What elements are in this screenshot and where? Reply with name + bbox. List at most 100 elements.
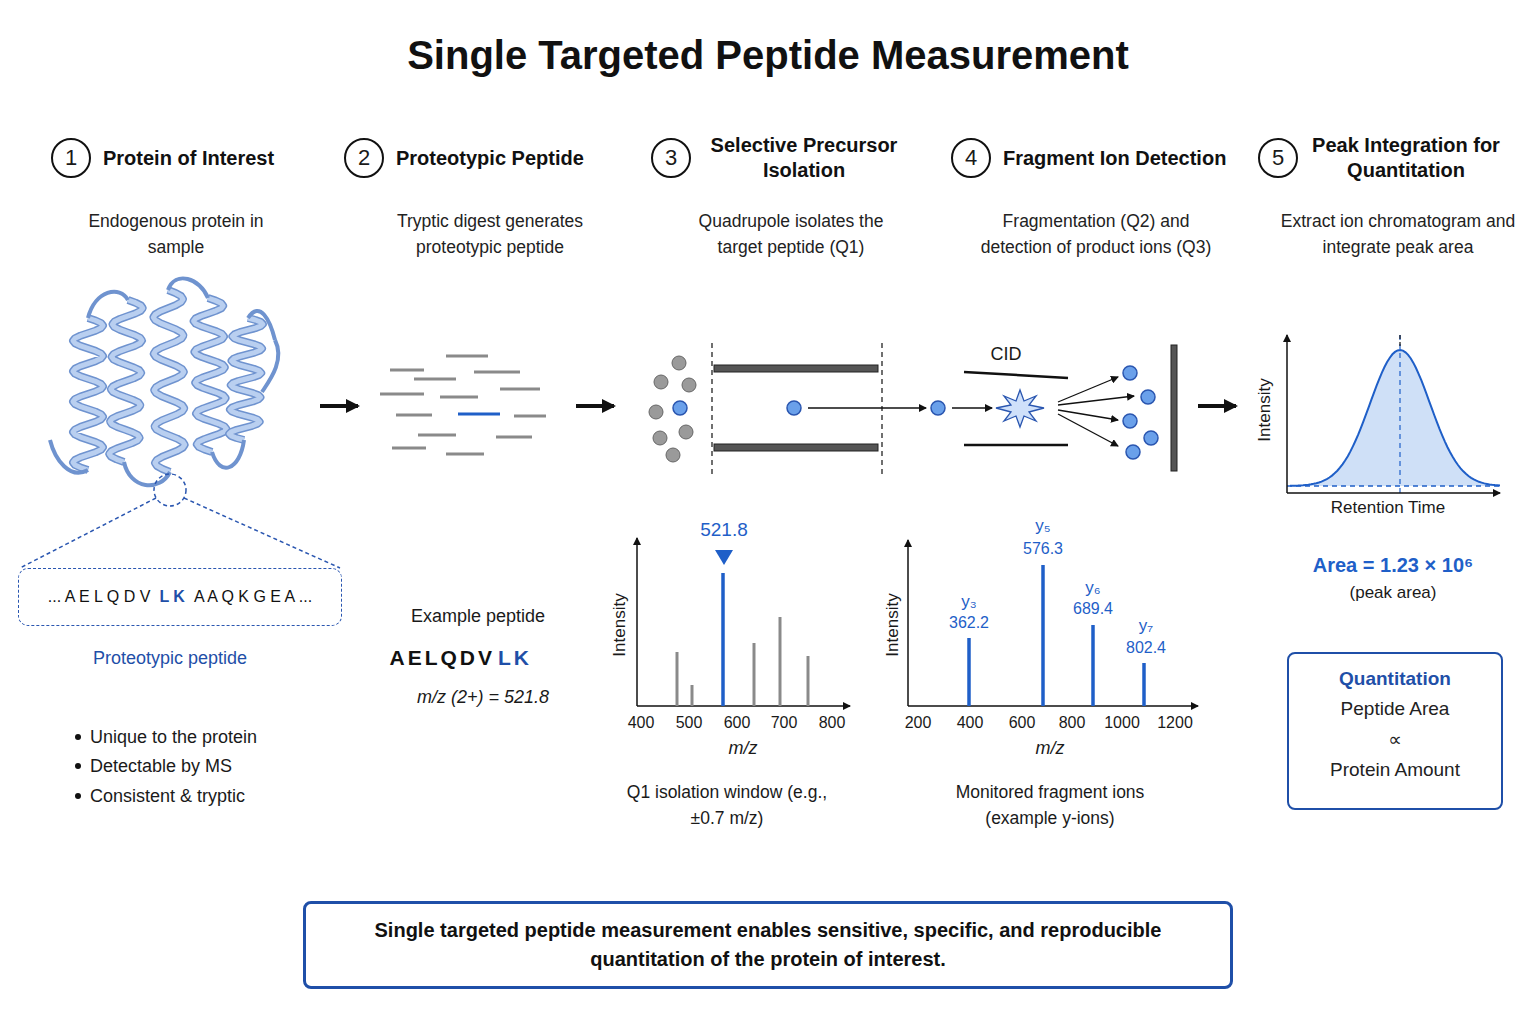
helix <box>194 298 227 452</box>
axis-label: m/z <box>1036 737 1065 760</box>
ion-mz: 362.2 <box>949 613 989 633</box>
caption: Single targeted peptide measurement enab… <box>336 916 1200 974</box>
quadrupole-rod <box>714 444 878 451</box>
box-text: Protein Amount <box>1330 759 1460 781</box>
step-description: Quadrupole isolates the target peptide (… <box>676 208 906 261</box>
axis-label: Intensity <box>882 593 903 656</box>
step-number: 1 <box>51 138 91 178</box>
spectrum-axes <box>908 540 1198 706</box>
tick-label: 400 <box>628 713 655 733</box>
ion-mz: 802.4 <box>1126 638 1166 658</box>
fragment-paths <box>1058 377 1134 446</box>
seq-right: A A Q K G E A ... <box>194 588 312 606</box>
axis-label: Intensity <box>609 593 630 656</box>
sequence-box: ... A E L Q D VL KA A Q K G E A ... <box>18 568 342 626</box>
bullet-text: Detectable by MS <box>90 755 232 778</box>
step-header: 3Selective Precursor IsolationQuadrupole… <box>651 138 911 298</box>
step-description: Extract ion chromatogram and integrate p… <box>1278 208 1518 261</box>
selection-marker <box>715 550 733 565</box>
tick-label: 800 <box>819 713 846 733</box>
ion-label: y₅ <box>1035 515 1050 536</box>
loop <box>262 340 278 392</box>
step-header: 2Proteotypic PeptideTryptic digest gener… <box>344 138 604 298</box>
step-number: 3 <box>651 138 691 178</box>
collision-cell <box>964 444 1068 447</box>
panel-caption: Q1 isolation window (e.g., ±0.7 m/z) <box>622 779 832 832</box>
bullet-text: Unique to the protein <box>90 726 257 749</box>
helix <box>73 318 103 470</box>
step-number: 5 <box>1258 138 1298 178</box>
loop <box>88 292 128 318</box>
background-peaks <box>677 617 808 706</box>
box-text: Peptide Area <box>1341 698 1450 720</box>
isolation-boundary <box>881 343 882 475</box>
example-label: Example peptide <box>411 605 545 628</box>
ion-cloud <box>649 356 696 462</box>
helix <box>109 300 143 462</box>
detector <box>1171 345 1177 471</box>
peptide-fragments <box>380 356 546 454</box>
panel-caption: Monitored fragment ions (example y-ions) <box>935 779 1165 832</box>
chromatogram-axes <box>1287 335 1500 493</box>
tick-label: 600 <box>1009 713 1036 733</box>
ion-mz: 689.4 <box>1073 599 1113 619</box>
axis-label: Intensity <box>1254 378 1275 441</box>
spectrum-axes <box>637 538 850 706</box>
ion-path <box>952 407 992 408</box>
fragment-peaks <box>969 565 1144 706</box>
flow-arrow <box>576 404 614 408</box>
helix <box>229 318 263 440</box>
precursor-ion <box>787 401 801 415</box>
baseline <box>1287 485 1500 486</box>
area-note: (peak area) <box>1350 582 1437 603</box>
ion-label: y₃ <box>961 591 976 612</box>
caption-box: Single targeted peptide measurement enab… <box>303 901 1233 989</box>
ion-label: y₆ <box>1085 577 1100 598</box>
apex-line <box>1399 335 1400 493</box>
step-description: Fragmentation (Q2) and detection of prod… <box>976 208 1216 261</box>
step-number: 2 <box>344 138 384 178</box>
ion-label: y₇ <box>1139 615 1153 636</box>
tick-label: 500 <box>676 713 703 733</box>
loop <box>248 311 275 340</box>
tick-label: 700 <box>771 713 798 733</box>
seq-left: ... A E L Q D V <box>48 588 151 606</box>
peptide-sequence: LK <box>498 645 532 671</box>
tick-label: 600 <box>724 713 751 733</box>
loop <box>124 462 170 485</box>
step-description: Endogenous protein in sample <box>76 208 276 261</box>
precursor-ion <box>931 401 945 415</box>
loop <box>50 440 88 473</box>
box-text: ∝ <box>1388 728 1402 751</box>
bullet <box>75 793 81 799</box>
step-heading: Fragment Ion Detection <box>1003 147 1226 170</box>
precursor-peak <box>721 573 725 706</box>
step-heading: Protein of Interest <box>103 147 274 170</box>
step-heading: Selective Precursor Isolation <box>699 133 909 183</box>
helix <box>194 298 227 452</box>
bullet <box>75 763 81 769</box>
tick-label: 200 <box>905 713 932 733</box>
callout-label: Proteotypic peptide <box>93 647 247 670</box>
fragmentation-burst <box>996 390 1044 427</box>
step-number: 4 <box>951 138 991 178</box>
helix <box>153 290 184 472</box>
axis-label: m/z <box>729 737 758 760</box>
peptide-sequence: AELQDV <box>389 645 495 671</box>
mz-value: m/z (2+) = 521.8 <box>417 686 549 709</box>
step-header: 1 Protein of InterestEndogenous protein i… <box>51 138 311 298</box>
helix <box>73 318 103 470</box>
step-description: Tryptic digest generates proteotypic pep… <box>375 208 605 261</box>
product-ions <box>1123 366 1158 459</box>
helix <box>229 318 263 440</box>
tick-label: 800 <box>1059 713 1086 733</box>
cid-label: CID <box>991 343 1022 366</box>
isolation-boundary <box>711 343 712 475</box>
zoom-line <box>184 498 340 568</box>
bullet <box>75 734 81 740</box>
precursor-ion <box>673 401 687 415</box>
helix <box>153 290 184 472</box>
tick-label: 1000 <box>1104 713 1140 733</box>
quantitation-box: QuantitationPeptide Area∝Protein Amount <box>1287 652 1503 810</box>
loop <box>168 278 208 298</box>
